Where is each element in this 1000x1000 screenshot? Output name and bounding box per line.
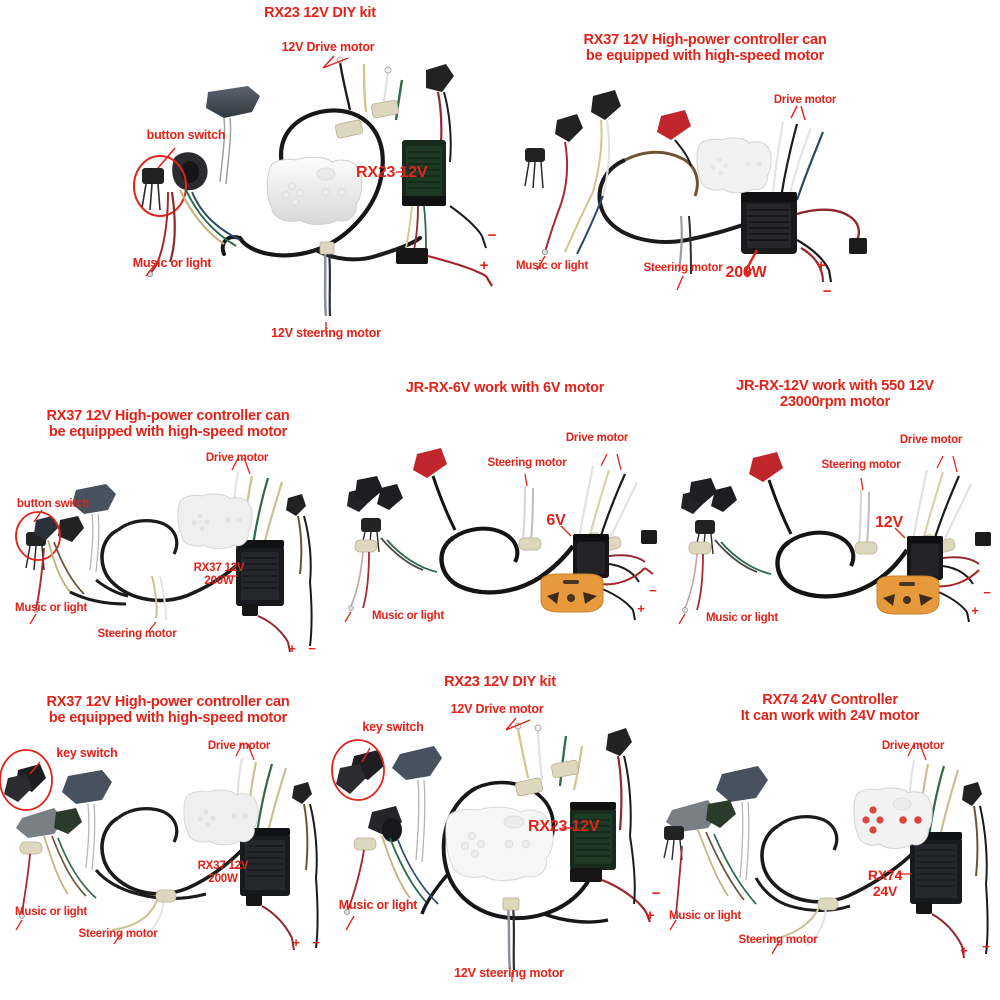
label-minus: − bbox=[649, 583, 657, 598]
label-minus: − bbox=[651, 885, 661, 902]
label-minus: − bbox=[983, 585, 991, 600]
label-minus: − bbox=[982, 939, 990, 954]
label-steering-motor: Steering motor bbox=[643, 262, 723, 274]
panel-title: RX74 24V Controller It can work with 24V… bbox=[740, 692, 920, 725]
label-drive-motor: Drive motor bbox=[207, 740, 271, 752]
label-plus: + bbox=[288, 641, 296, 656]
label-plus: + bbox=[816, 257, 826, 274]
label-music-or-light: Music or light bbox=[516, 260, 588, 272]
label-steering-motor: Steering motor bbox=[78, 928, 158, 940]
label-button-switch: button switch bbox=[16, 498, 90, 510]
label-drive-motor: 12V Drive motor bbox=[281, 40, 375, 54]
panel-jr-rx-6v: JR-RX-6V work with 6V motor Drive motor … bbox=[335, 370, 675, 660]
label-minus: − bbox=[487, 227, 497, 244]
panel-title: JR-RX-6V work with 6V motor bbox=[405, 380, 605, 396]
label-button-switch: button switch bbox=[146, 128, 226, 142]
label-controller: RX23 12V bbox=[356, 164, 428, 181]
panel-jr-rx-12v: JR-RX-12V work with 550 12V 23000rpm mot… bbox=[665, 370, 1000, 660]
panel-title: RX37 12V High-power controller can be eq… bbox=[46, 408, 290, 441]
label-plus: + bbox=[479, 257, 489, 274]
panel-title: RX23 12V DIY kit bbox=[444, 674, 556, 690]
label-music-or-light: Music or light bbox=[372, 610, 444, 622]
label-controller: RX37 12V 200W bbox=[193, 562, 245, 587]
label-music-or-light: Music or light bbox=[132, 256, 212, 270]
label-music-or-light: Music or light bbox=[15, 602, 87, 614]
panel-title: RX37 12V High-power controller can be eq… bbox=[46, 694, 290, 727]
label-controller: 6V bbox=[546, 512, 566, 529]
panel-title: JR-RX-12V work with 550 12V 23000rpm mot… bbox=[736, 378, 934, 411]
label-drive-motor: Drive motor bbox=[881, 740, 945, 752]
label-music-or-light: Music or light bbox=[669, 910, 741, 922]
wiring-illustration-4 bbox=[344, 448, 657, 623]
wiring-illustration-7 bbox=[331, 717, 652, 982]
wiring-illustration-8 bbox=[663, 743, 989, 959]
label-controller: RX23 12V bbox=[528, 818, 600, 835]
label-steering-motor: Steering motor bbox=[821, 459, 901, 471]
panel-title: RX37 12V High-power controller can be eq… bbox=[583, 32, 827, 65]
label-minus: − bbox=[308, 641, 316, 656]
wiring-illustration-1 bbox=[133, 55, 493, 334]
label-drive-motor: Drive motor bbox=[565, 432, 629, 444]
label-steering-motor: Steering motor bbox=[738, 934, 818, 946]
panel-rx37-12v-mid-left: RX37 12V High-power controller can be eq… bbox=[0, 370, 340, 660]
panel-rx37-12v-top: RX37 12V High-power controller can be eq… bbox=[505, 0, 905, 360]
label-drive-motor: Drive motor bbox=[205, 452, 269, 464]
wiring-illustration-3 bbox=[15, 457, 313, 653]
label-music-or-light: Music or light bbox=[706, 612, 778, 624]
label-minus: − bbox=[312, 935, 320, 950]
wiring-illustration-5 bbox=[678, 452, 991, 625]
label-key-switch: key switch bbox=[362, 720, 424, 734]
label-steering-motor: 12V steering motor bbox=[454, 966, 564, 980]
panel-rx37-12v-bottom-left: RX37 12V High-power controller can be eq… bbox=[0, 670, 340, 1000]
label-plus: + bbox=[960, 943, 968, 958]
label-controller: RX37 12V 200W bbox=[197, 860, 249, 885]
panel-title: RX23 12V DIY kit bbox=[264, 5, 376, 21]
label-plus: + bbox=[971, 603, 979, 618]
panel-rx23-12v-bottom: RX23 12V DIY kit 12V Drive motor key swi… bbox=[330, 670, 670, 1000]
label-minus: − bbox=[822, 283, 832, 300]
label-music-or-light: Music or light bbox=[15, 906, 87, 918]
panel-rx74-24v: RX74 24V Controller It can work with 24V… bbox=[660, 670, 1000, 1000]
label-controller: RX74 24V bbox=[867, 867, 903, 899]
label-steering-motor: Steering motor bbox=[97, 628, 177, 640]
panel-rx23-12v-diy-kit: RX23 12V DIY kit 12V Drive motor button … bbox=[120, 0, 520, 360]
wiring-illustration-6 bbox=[0, 743, 319, 951]
label-controller: 12V bbox=[875, 514, 903, 531]
label-plus: + bbox=[637, 601, 645, 616]
label-steering-motor: 12V steering motor bbox=[271, 326, 381, 340]
label-drive-motor: 12V Drive motor bbox=[450, 702, 544, 716]
label-music-or-light: Music or light bbox=[338, 898, 418, 912]
label-key-switch: key switch bbox=[56, 746, 118, 760]
label-controller: 200W bbox=[725, 264, 767, 281]
label-steering-motor: Steering motor bbox=[487, 457, 567, 469]
label-plus: + bbox=[292, 935, 300, 950]
label-drive-motor: Drive motor bbox=[899, 434, 963, 446]
label-drive-motor: Drive motor bbox=[773, 94, 837, 106]
wiring-illustration-2 bbox=[524, 90, 867, 291]
label-plus: + bbox=[645, 907, 655, 924]
